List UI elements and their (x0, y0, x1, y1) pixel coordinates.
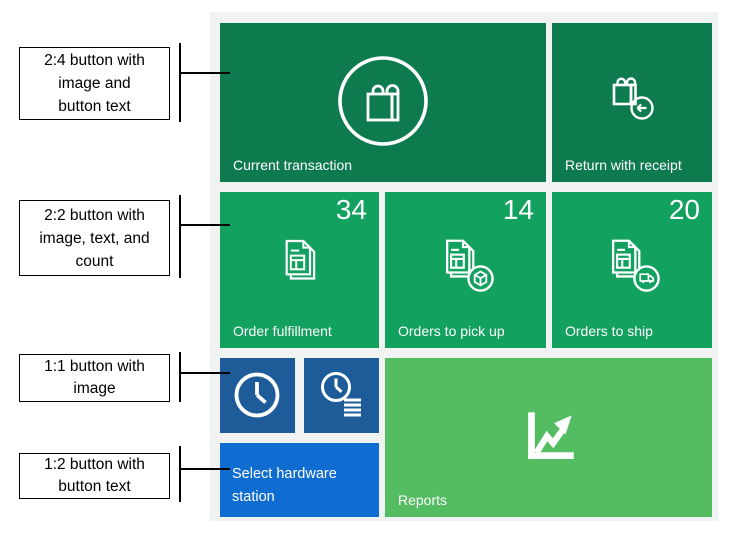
callout-connector-line (180, 72, 230, 74)
callout-text-line: button text (58, 98, 131, 115)
clock-list-icon (314, 367, 370, 423)
callout-text-line: 2:4 button with (44, 52, 145, 69)
callout-bracket-line (179, 43, 181, 122)
tile-label: Orders to ship (565, 323, 653, 339)
tile-current-transaction[interactable]: Current transaction (220, 23, 546, 182)
tile-clock[interactable] (220, 358, 295, 433)
callout-1-2-button: 1:2 button with button text (19, 453, 170, 499)
callout-text-line: image and (58, 75, 131, 92)
tile-label: Order fulfillment (233, 323, 332, 339)
callout-text-line: image (73, 380, 116, 397)
tile-label: Select hardware station (232, 465, 337, 505)
tile-count-badge: 14 (502, 194, 534, 225)
callout-connector-line (180, 372, 230, 374)
tile-orders-to-ship[interactable]: 20 Orders to ship (552, 192, 712, 348)
callout-2-2-button: 2:2 button with image, text, and count (19, 200, 170, 276)
tile-count-badge: 20 (668, 194, 700, 225)
tile-label: Current transaction (233, 157, 353, 173)
tile-orders-to-pick-up[interactable]: 14 Orders to pick up (385, 192, 546, 348)
tile-count-badge: 34 (335, 194, 367, 225)
document-truck-icon (602, 236, 662, 294)
tile-return-with-receipt[interactable]: Return with receipt (552, 23, 712, 182)
callout-text-line: 1:2 button with (44, 456, 145, 473)
callout-2-4-button: 2:4 button with image and button text (19, 47, 170, 120)
tile-label: Orders to pick up (398, 323, 505, 339)
callout-connector-line (180, 468, 230, 470)
tile-clock-list[interactable] (304, 358, 379, 433)
callout-bracket-line (179, 446, 181, 502)
callout-text-line: image, text, and (39, 229, 150, 247)
clock-icon (231, 369, 283, 421)
chart-arrow-icon (516, 402, 582, 468)
callout-bracket-line (179, 352, 181, 402)
callout-text-line: button text (58, 478, 131, 495)
callout-text-line: 2:2 button with (44, 206, 145, 224)
document-package-icon (436, 236, 496, 294)
document-stack-icon (275, 236, 325, 286)
tile-label: Return with receipt (565, 157, 682, 173)
shopping-bag-circle-icon (335, 53, 431, 149)
tile-select-hardware-station[interactable]: Select hardware station (220, 443, 379, 517)
shopping-bag-return-icon (600, 65, 664, 129)
callout-bracket-line (179, 195, 181, 278)
tile-label: Reports (398, 492, 448, 508)
callout-connector-line (180, 224, 230, 226)
tile-reports[interactable]: Reports (385, 358, 712, 517)
callout-1-1-button: 1:1 button with image (19, 354, 170, 402)
tile-order-fulfillment[interactable]: 34 Order fulfillment (220, 192, 379, 348)
callout-text-line: 1:1 button with (44, 358, 145, 375)
callout-text-line: count (75, 252, 114, 270)
